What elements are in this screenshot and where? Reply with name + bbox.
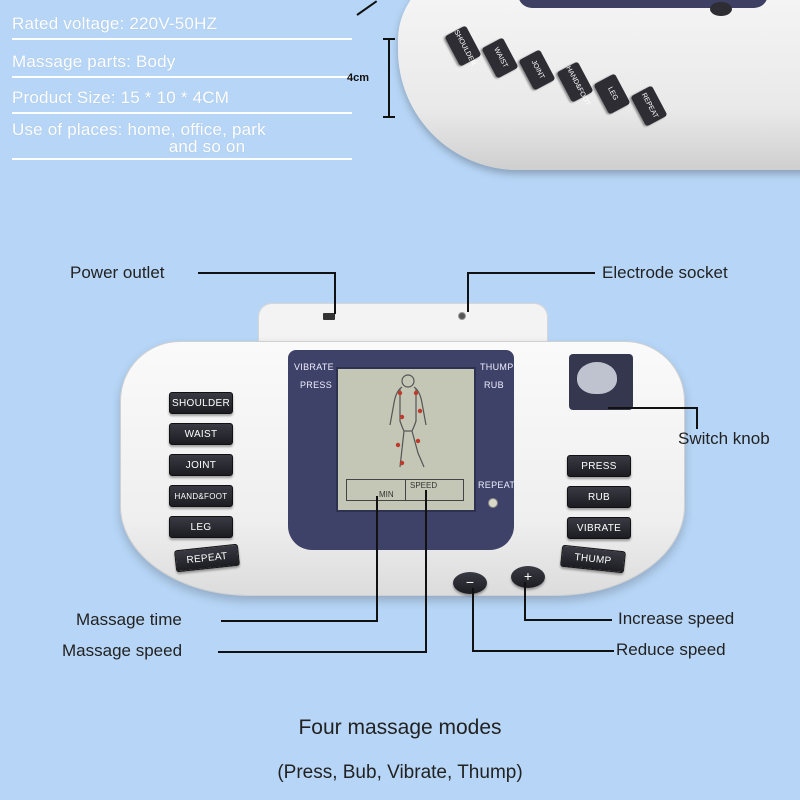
spec-product-size: Product Size: 15 * 10 * 4CM xyxy=(12,88,352,114)
power-outlet-leader-v xyxy=(334,272,336,314)
callout-massage-speed: Massage speed xyxy=(62,641,183,660)
reduce-speed-leader-v xyxy=(472,588,474,651)
massage-speed-leader-v xyxy=(425,490,427,653)
rub-button[interactable]: RUB xyxy=(567,486,631,508)
hand-foot-button[interactable]: HAND&FOOT xyxy=(169,485,233,507)
label-vibrate: VIBRATE xyxy=(294,362,334,372)
massage-speed-leader-h xyxy=(218,651,426,653)
power-outlet-leader-h xyxy=(198,272,335,274)
label-press: PRESS xyxy=(300,380,333,390)
leg-button[interactable]: LEG xyxy=(169,516,233,538)
side-speed-button xyxy=(710,2,732,16)
callout-massage-time: Massage time xyxy=(76,610,182,629)
spec-rated-voltage: Rated voltage: 220V-50HZ xyxy=(12,14,352,40)
reduce-speed-button[interactable]: − xyxy=(453,572,487,594)
side-button-shoulder: SHOULDER xyxy=(444,25,482,67)
repeat-button[interactable]: REPEAT xyxy=(174,543,240,573)
side-button-repeat: REPEAT xyxy=(630,85,668,127)
spec-use-places-line1: Use of places: home, office, park xyxy=(12,120,266,139)
increase-speed-leader-h xyxy=(524,619,612,621)
joint-button[interactable]: JOINT xyxy=(169,454,233,476)
increase-speed-button[interactable]: + xyxy=(511,566,545,588)
switch-knob-leader-v xyxy=(696,407,698,429)
switch-knob[interactable] xyxy=(569,354,633,410)
dimension-tick-bottom xyxy=(383,116,395,118)
side-button-waist: WAIST xyxy=(481,37,519,79)
display-panel: VIBRATE PRESS THUMP RUB REPEAT xyxy=(288,350,516,550)
massage-time-leader-v xyxy=(376,496,378,622)
thump-button[interactable]: THUMP xyxy=(560,544,626,574)
waist-button[interactable]: WAIST xyxy=(169,423,233,445)
label-repeat: REPEAT xyxy=(478,480,516,490)
side-button-leg: LEG xyxy=(593,73,631,115)
shoulder-button[interactable]: SHOULDER xyxy=(169,392,233,414)
callout-power-outlet: Power outlet xyxy=(70,263,165,282)
callout-increase-speed: Increase speed xyxy=(618,609,735,628)
dimension-label: 4cm xyxy=(347,72,370,84)
spec-use-places-line2: and so on xyxy=(168,137,246,156)
device-side-screen xyxy=(518,0,768,8)
electrode-socket-leader-h xyxy=(467,272,595,274)
lcd-min-label: MIN xyxy=(379,490,394,499)
lcd-info-box: MIN SPEED xyxy=(346,479,464,501)
label-rub: RUB xyxy=(484,380,504,390)
dimension-pointer xyxy=(356,0,378,16)
switch-knob-leader-h xyxy=(608,407,698,409)
lcd-screen: MIN SPEED xyxy=(336,367,476,512)
modes-title: Four massage modes xyxy=(298,716,502,739)
electrode-socket-port xyxy=(458,312,466,320)
callout-switch-knob: Switch knob xyxy=(678,429,770,448)
press-button[interactable]: PRESS xyxy=(567,455,631,477)
massage-time-leader-h xyxy=(221,620,377,622)
side-button-joint: JOINT xyxy=(518,49,556,91)
body-figure-icon xyxy=(389,374,427,468)
vibrate-button[interactable]: VIBRATE xyxy=(567,517,631,539)
knob-face xyxy=(577,362,617,394)
reduce-speed-leader-h xyxy=(472,650,614,652)
side-button-handfoot: HAND&FOOT xyxy=(556,61,594,107)
modes-subtitle: (Press, Bub, Vibrate, Thump) xyxy=(277,762,523,783)
spec-massage-parts: Massage parts: Body xyxy=(12,52,352,78)
dimension-line xyxy=(388,38,390,118)
label-thump: THUMP xyxy=(480,362,514,372)
dimension-tick-top xyxy=(383,38,395,40)
spec-use-places: Use of places: home, office, park and so… xyxy=(12,120,352,160)
increase-speed-leader-v xyxy=(524,582,526,620)
callout-reduce-speed: Reduce speed xyxy=(616,640,726,659)
power-outlet-port xyxy=(323,313,335,320)
electrode-socket-leader-v xyxy=(467,272,469,312)
repeat-indicator-light xyxy=(488,498,498,508)
device-side-view: SHOULDER WAIST JOINT HAND&FOOT LEG REPEA… xyxy=(398,0,800,170)
lcd-speed-label: SPEED xyxy=(410,481,438,490)
massager-device: SHOULDER WAIST JOINT HAND&FOOT LEG REPEA… xyxy=(120,303,685,596)
callout-electrode-socket: Electrode socket xyxy=(602,263,728,282)
